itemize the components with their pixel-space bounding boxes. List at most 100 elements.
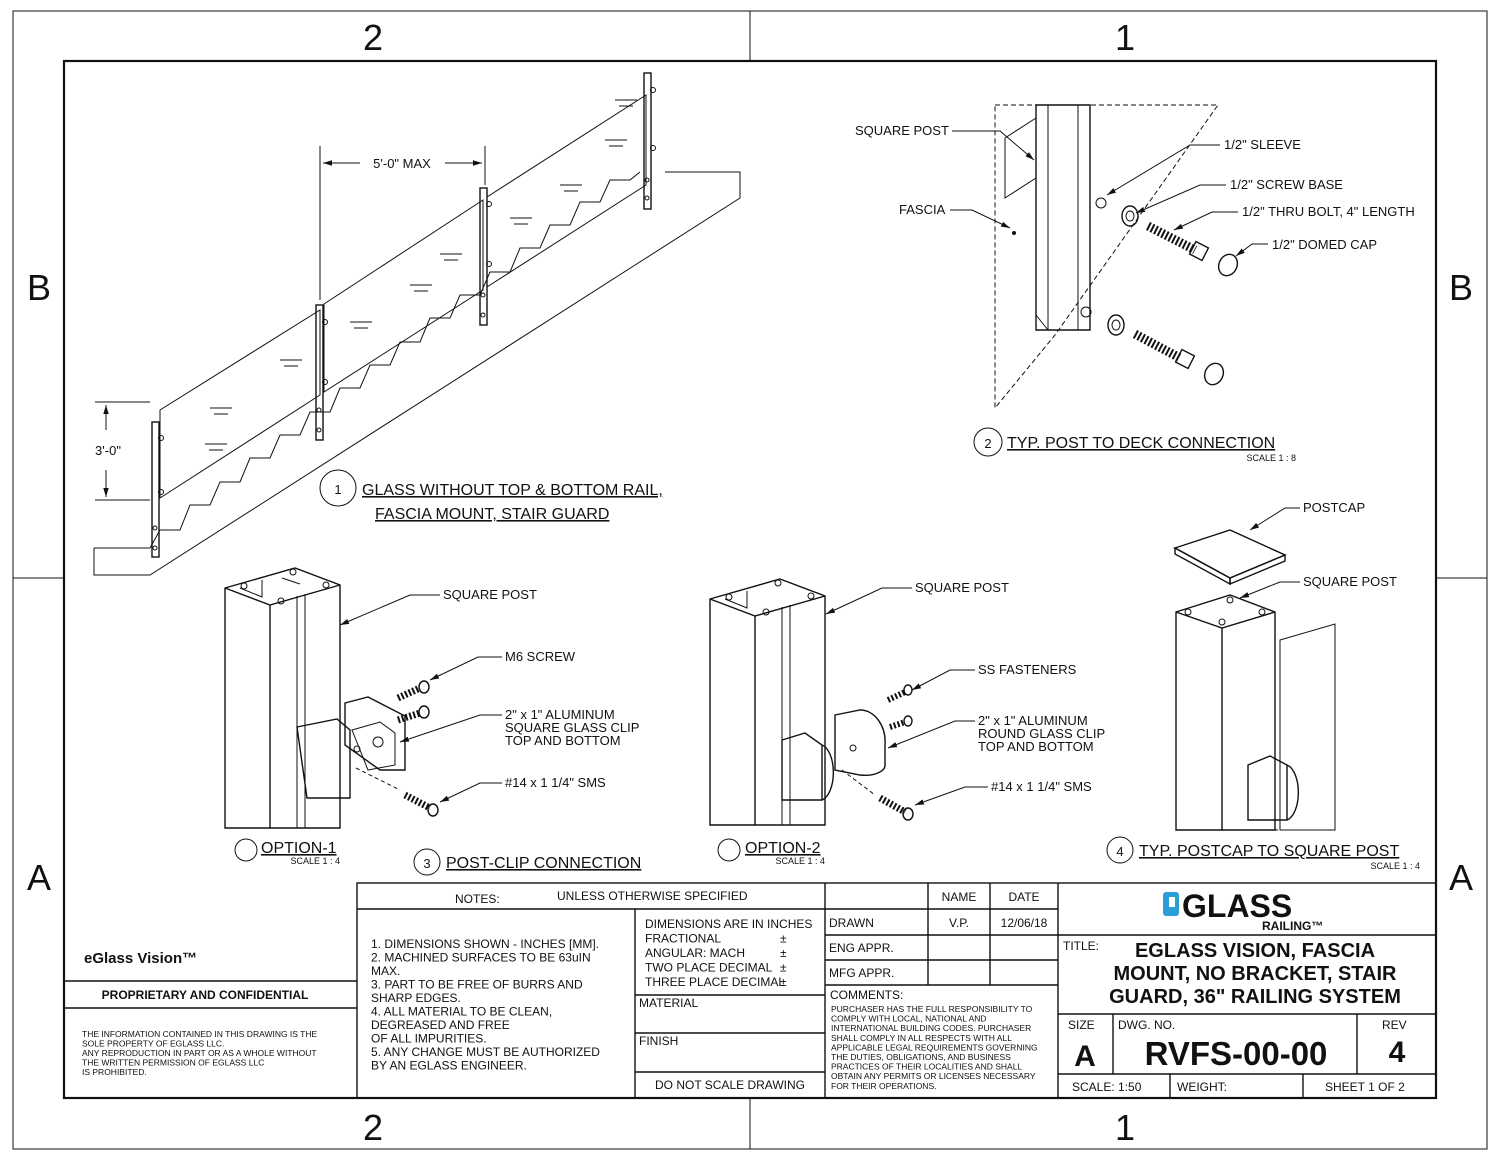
eglass-logo: GLASS RAILING™ — [1163, 888, 1323, 933]
title-line3: GUARD, 36" RAILING SYSTEM — [1109, 986, 1401, 1008]
v2-thru-bolt-label: 1/2" THRU BOLT, 4" LENGTH — [1242, 204, 1415, 219]
o1-clip-line1: 2" x 1" ALUMINUM — [505, 707, 615, 722]
o2-clip-line3: TOP AND BOTTOM — [978, 739, 1094, 754]
note-line: 2. MACHINED SURFACES TO BE 63uIN — [371, 951, 591, 965]
title-line1: EGLASS VISION, FASCIA — [1135, 940, 1375, 962]
eng-appr-label: ENG APPR. — [829, 941, 894, 955]
product-name: eGlass Vision™ — [84, 950, 197, 967]
view4-number: 4 — [1116, 844, 1123, 859]
tolerance-plus-minus: ± — [780, 961, 787, 975]
finish-label: FINISH — [639, 1034, 678, 1048]
tolerance-plus-minus: ± — [780, 932, 787, 946]
v4-postcap-label: POSTCAP — [1303, 500, 1365, 515]
legal-line: THE WRITTEN PERMISSION OF EGLASS LLC — [82, 1058, 264, 1068]
view1-title-line2: FASCIA MOUNT, STAIR GUARD — [375, 506, 609, 523]
view4-postcap: POSTCAP SQUARE POST 4 TYP. POSTCAP TO SQ… — [1106, 500, 1420, 871]
note-line: 3. PART TO BE FREE OF BURRS AND — [371, 978, 583, 992]
weight-label: WEIGHT: — [1177, 1080, 1227, 1094]
dwg-label: DWG. NO. — [1118, 1018, 1175, 1032]
tolerance-line: TWO PLACE DECIMAL — [645, 961, 773, 975]
comment-line: FOR THEIR OPERATIONS. — [831, 1081, 936, 1091]
name-header: NAME — [942, 890, 977, 904]
note-line: 5. ANY CHANGE MUST BE AUTHORIZED — [371, 1045, 600, 1059]
dwg-number: RVFS-00-00 — [1145, 1035, 1328, 1072]
note-line: MAX. — [371, 964, 400, 978]
view3-number: 3 — [423, 856, 430, 871]
view2-post-to-deck: SQUARE POST FASCIA 1/2" SLEEVE 1/2" SCRE… — [855, 104, 1415, 463]
note-line: OF ALL IMPURITIES. — [371, 1032, 487, 1046]
comments-text: PURCHASER HAS THE FULL RESPONSIBILITY TO… — [831, 1004, 1038, 1091]
comment-line: OBTAIN ANY PERMITS OR LICENSES NECESSARY — [831, 1071, 1036, 1081]
mfg-appr-label: MFG APPR. — [829, 966, 894, 980]
logo-subtext: RAILING™ — [1262, 919, 1323, 933]
view3-option2: SQUARE POST SS FASTENERS 2" x 1" ALUMINU… — [709, 578, 1105, 866]
drawn-label: DRAWN — [829, 916, 874, 930]
do-not-scale: DO NOT SCALE DRAWING — [655, 1078, 805, 1092]
zone-bottom-left: 2 — [363, 1107, 383, 1148]
v2-screw-base-label: 1/2" SCREW BASE — [1230, 177, 1343, 192]
sheet-value: SHEET 1 OF 2 — [1325, 1080, 1405, 1094]
view2-title: TYP. POST TO DECK CONNECTION — [1007, 435, 1275, 452]
o2-square-post-label: SQUARE POST — [915, 580, 1009, 595]
zone-right-lower: A — [1449, 857, 1473, 898]
drawn-name: V.P. — [949, 916, 969, 930]
v2-fascia-label: FASCIA — [899, 202, 946, 217]
drawn-date: 12/06/18 — [1001, 916, 1048, 930]
o1-square-post-label: SQUARE POST — [443, 587, 537, 602]
title-label: TITLE: — [1063, 939, 1099, 953]
legal-notice: THE INFORMATION CONTAINED IN THIS DRAWIN… — [82, 1029, 318, 1077]
proprietary-label: PROPRIETARY AND CONFIDENTIAL — [102, 988, 309, 1002]
view1-title-line1: GLASS WITHOUT TOP & BOTTOM RAIL, — [362, 482, 663, 499]
o1-m6-label: M6 SCREW — [505, 649, 576, 664]
scale-value: SCALE: 1:50 — [1072, 1080, 1142, 1094]
dim-post-spacing: 5'-0" MAX — [373, 156, 431, 171]
tolerance-line: FRACTIONAL — [645, 932, 721, 946]
zone-bottom-right: 1 — [1115, 1107, 1135, 1148]
view1-stair-guard: 5'-0" MAX 3'-0" 1 GLASS WITHOUT TOP & BO… — [93, 72, 741, 576]
view2-number: 2 — [984, 436, 991, 451]
v4-square-post-label: SQUARE POST — [1303, 574, 1397, 589]
o1-sms-label: #14 x 1 1/4" SMS — [505, 775, 606, 790]
note-line: DEGREASED AND FREE — [371, 1018, 510, 1032]
tolerance-plus-minus: ± — [780, 946, 787, 960]
note-line: SHARP EDGES. — [371, 991, 461, 1005]
view4-title: TYP. POSTCAP TO SQUARE POST — [1139, 843, 1399, 860]
option1-title: OPTION-1 — [261, 840, 337, 857]
tolerance-plus-minus: ± — [780, 975, 787, 989]
note-line: 4. ALL MATERIAL TO BE CLEAN, — [371, 1005, 552, 1019]
tolerance-line: ANGULAR: MACH — [645, 946, 745, 960]
size-value: A — [1074, 1040, 1096, 1073]
size-label: SIZE — [1068, 1018, 1095, 1032]
v2-domed-cap-label: 1/2" DOMED CAP — [1272, 237, 1377, 252]
notes-subtitle: UNLESS OTHERWISE SPECIFIED — [557, 889, 748, 903]
option2-title: OPTION-2 — [745, 840, 821, 857]
legal-line: SOLE PROPERTY OF EGLASS LLC. — [82, 1039, 224, 1049]
rev-label: REV — [1382, 1018, 1407, 1032]
comment-line: SHALL COMPLY IN ALL RESPECTS WITH ALL — [831, 1033, 1012, 1043]
title-block: eGlass Vision™ PROPRIETARY AND CONFIDENT… — [64, 882, 1437, 1099]
view3-option1: SQUARE POST M6 SCREW 2" x 1" ALUMINUM SQ… — [224, 567, 639, 866]
rev-value: 4 — [1389, 1036, 1406, 1069]
tolerance-line: THREE PLACE DECIMAL — [645, 975, 785, 989]
o2-sms-label: #14 x 1 1/4" SMS — [991, 779, 1092, 794]
o2-clip-line2: ROUND GLASS CLIP — [978, 726, 1105, 741]
title-line2: MOUNT, NO BRACKET, STAIR — [1114, 963, 1398, 985]
legal-line: IS PROHIBITED. — [82, 1067, 147, 1077]
comment-line: COMPLY WITH LOCAL, NATIONAL AND — [831, 1014, 987, 1024]
tolerance-list: DIMENSIONS ARE IN INCHESFRACTIONALANGULA… — [645, 917, 812, 989]
v2-sleeve-label: 1/2" SLEEVE — [1224, 137, 1301, 152]
note-line: BY AN EGLASS ENGINEER. — [371, 1059, 527, 1073]
comment-line: THE DUTIES, OBLIGATIONS, AND BUSINESS — [831, 1052, 1011, 1062]
zone-top-left: 2 — [363, 17, 383, 58]
view2-scale: SCALE 1 : 8 — [1246, 453, 1296, 463]
option1-scale: SCALE 1 : 4 — [290, 856, 340, 866]
zone-left-upper: B — [27, 267, 51, 308]
o1-clip-line2: SQUARE GLASS CLIP — [505, 720, 639, 735]
legal-line: THE INFORMATION CONTAINED IN THIS DRAWIN… — [82, 1029, 318, 1039]
material-label: MATERIAL — [639, 996, 698, 1010]
notes-title: NOTES: — [455, 892, 500, 906]
zone-right-upper: B — [1449, 267, 1473, 308]
v2-square-post-label: SQUARE POST — [855, 123, 949, 138]
tolerance-line: DIMENSIONS ARE IN INCHES — [645, 917, 812, 931]
